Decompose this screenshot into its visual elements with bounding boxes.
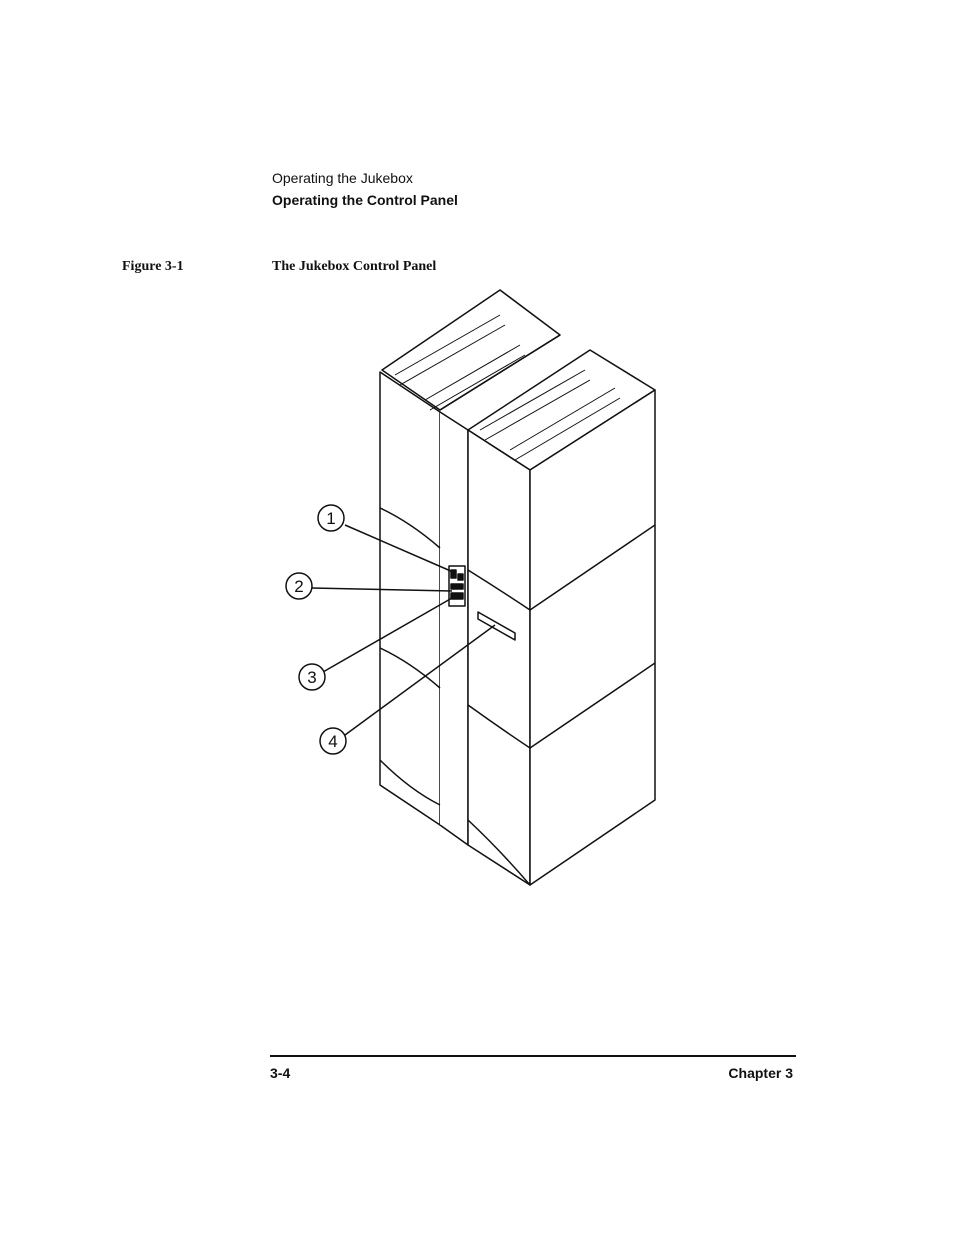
chapter-label: Chapter 3 xyxy=(728,1065,793,1081)
left-tower-front xyxy=(379,371,441,826)
callout-label-2: 2 xyxy=(294,577,303,596)
callout-1: 1 xyxy=(317,504,345,532)
figure-number: Figure 3-1 xyxy=(122,259,184,274)
callout-3: 3 xyxy=(298,663,326,691)
callout-label-4: 4 xyxy=(328,732,337,751)
vent-slots xyxy=(394,314,621,461)
right-tower-front xyxy=(467,429,531,886)
footer-rule xyxy=(270,1055,796,1057)
callout-label-3: 3 xyxy=(307,668,316,687)
section-title: Operating the Jukebox xyxy=(272,170,413,186)
callout-label-1: 1 xyxy=(326,509,335,528)
running-header: Operating the Jukebox Operating the Cont… xyxy=(272,167,458,211)
right-tower-side xyxy=(529,389,656,886)
callout-2: 2 xyxy=(285,572,313,600)
mail-slot xyxy=(477,611,516,641)
subsection-title: Operating the Control Panel xyxy=(272,192,458,208)
page-number: 3-4 xyxy=(270,1065,291,1081)
callout-4: 4 xyxy=(319,727,347,755)
figure-caption: The Jukebox Control Panel xyxy=(272,259,437,274)
